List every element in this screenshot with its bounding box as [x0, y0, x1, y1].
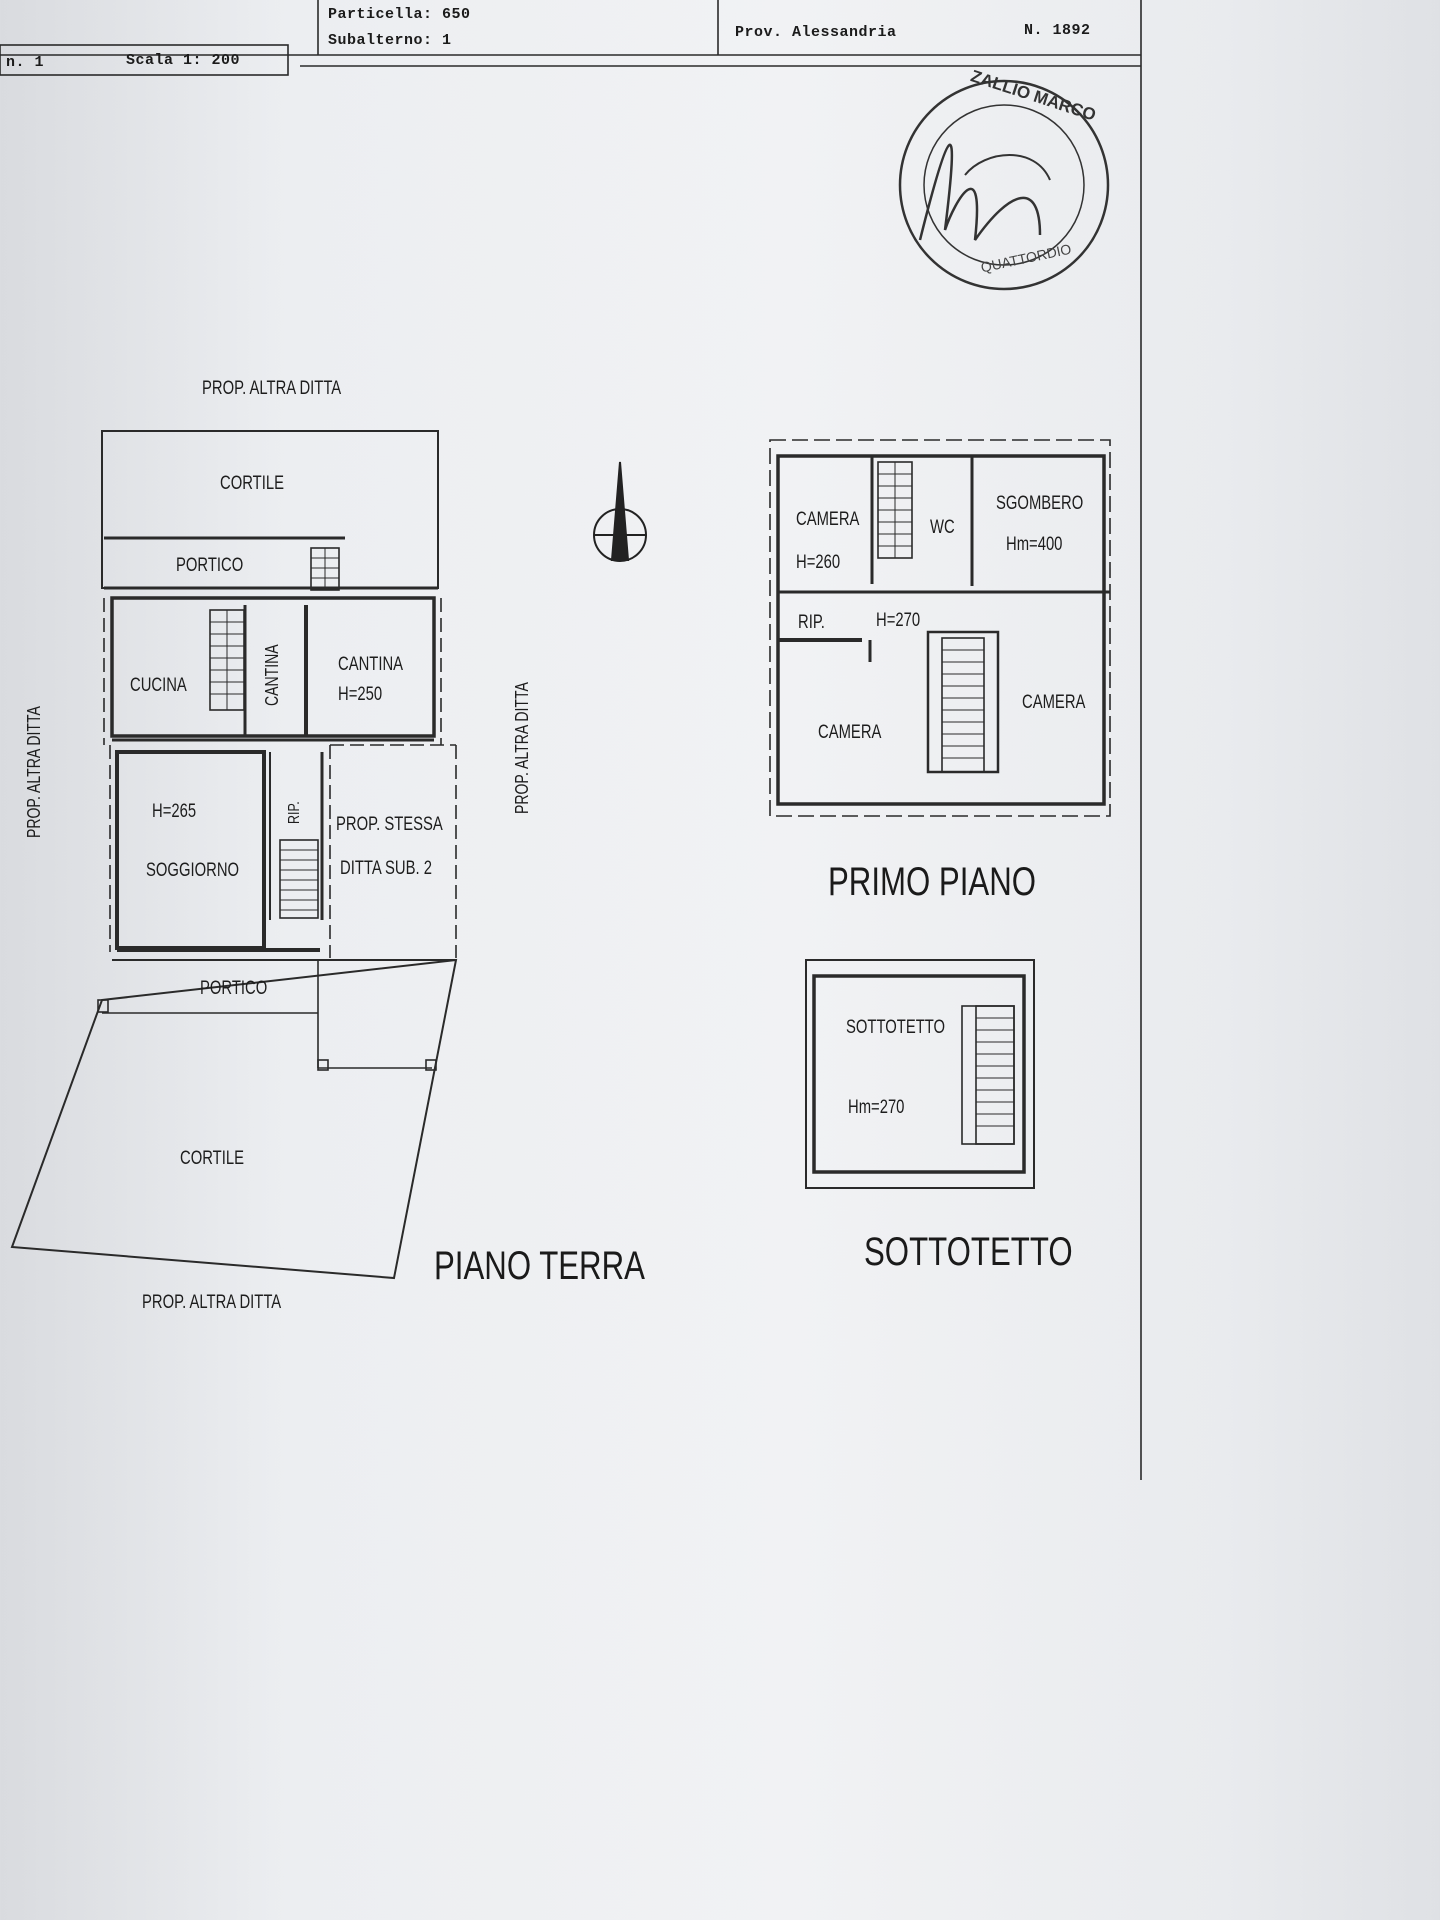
provincia-label: Prov. Alessandria [735, 24, 897, 41]
pt-portico-top: PORTICO [176, 555, 244, 576]
pp-camera-1-height: H=260 [796, 552, 841, 573]
pt-prop-stessa-2: DITTA SUB. 2 [340, 858, 432, 879]
pt-boundary-top: PROP. ALTRA DITTA [202, 378, 342, 399]
pp-sgombero-height: Hm=400 [1006, 534, 1063, 555]
floor-plan-drawing [0, 0, 1142, 1480]
pp-rip: RIP. [798, 612, 825, 633]
pp-camera-1: CAMERA [796, 509, 860, 530]
pt-portico-bottom: PORTICO [200, 978, 268, 999]
pt-soggiorno: SOGGIORNO [146, 860, 240, 881]
pp-rip-height: H=270 [876, 610, 921, 631]
particella-label: Particella: 650 [328, 6, 471, 23]
surveyor-stamp-icon [898, 79, 1110, 291]
pt-boundary-right: PROP. ALTRA DITTA [512, 682, 532, 814]
subalterno-label: Subalterno: 1 [328, 32, 452, 49]
pt-cucina: CUCINA [130, 675, 187, 696]
pt-cortile-top: CORTILE [220, 473, 284, 494]
pt-boundary-left: PROP. ALTRA DITTA [24, 706, 44, 838]
st-room-height: Hm=270 [848, 1097, 905, 1118]
pt-cantina-small: CANTINA [262, 644, 282, 706]
pp-camera-3: CAMERA [1022, 692, 1086, 713]
pt-cantina: CANTINA [338, 654, 404, 675]
pt-cortile-bottom: CORTILE [180, 1148, 244, 1169]
pt-cantina-height: H=250 [338, 684, 383, 705]
st-room: SOTTOTETTO [846, 1017, 946, 1038]
pp-wc: WC [930, 517, 955, 538]
pp-sgombero: SGOMBERO [996, 493, 1084, 514]
north-arrow-icon [593, 461, 647, 562]
pt-soggiorno-height: H=265 [152, 801, 197, 822]
sheet-number: n. 1 [6, 54, 45, 71]
pp-camera-2: CAMERA [818, 722, 882, 743]
numero-label: N. 1892 [1024, 22, 1091, 39]
pt-boundary-bottom: PROP. ALTRA DITTA [142, 1292, 282, 1313]
pt-rip: RIP. [286, 801, 303, 824]
pt-prop-stessa-1: PROP. STESSA [336, 814, 443, 835]
st-title: SOTTOTETTO [864, 1230, 1073, 1274]
pt-title: PIANO TERRA [434, 1244, 645, 1288]
pp-title: PRIMO PIANO [828, 860, 1037, 904]
scale-label: Scala 1: 200 [126, 52, 241, 69]
